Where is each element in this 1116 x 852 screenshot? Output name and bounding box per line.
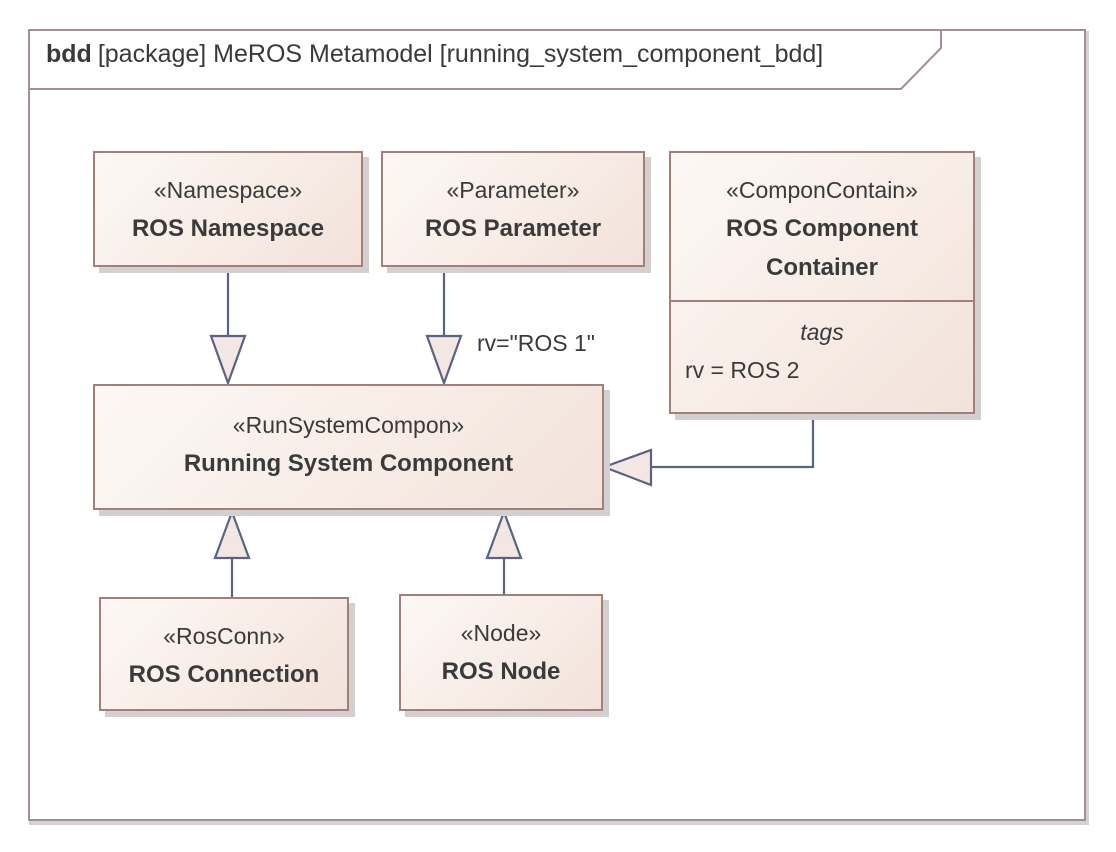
block-ros-parameter[interactable]: «Parameter» ROS Parameter — [381, 151, 645, 267]
frame-title-text: [package] MeROS Metamodel [running_syste… — [97, 40, 824, 68]
parameter-edge-label: rv="ROS 1" — [477, 330, 595, 356]
block-name: ROS Node — [441, 658, 561, 685]
generalization-namespace — [209, 266, 247, 387]
generalization-node — [485, 508, 523, 594]
tag-rv: rv = ROS 2 — [685, 357, 800, 383]
stereotype-label: «Namespace» — [153, 177, 303, 203]
block-name-line1: ROS Component — [726, 215, 918, 242]
block-ros-node[interactable]: «Node» ROS Node — [399, 594, 603, 711]
stereotype-label: «Parameter» — [446, 177, 580, 203]
block-name: Running System Component — [183, 450, 514, 477]
stereotype-label: «RunSystemCompon» — [232, 412, 465, 438]
tags-title: tags — [800, 319, 844, 345]
generalization-connection — [213, 508, 251, 597]
block-name: ROS Parameter — [424, 215, 602, 242]
block-name: ROS Namespace — [131, 215, 325, 242]
frame-kind: bdd — [46, 40, 92, 68]
stereotype-label: «ComponContain» — [726, 177, 918, 203]
generalization-parameter — [425, 266, 463, 387]
block-ros-connection[interactable]: «RosConn» ROS Connection — [99, 597, 349, 711]
block-ros-namespace[interactable]: «Namespace» ROS Namespace — [93, 151, 363, 267]
stereotype-label: «Node» — [460, 620, 542, 646]
block-running-system-component[interactable]: «RunSystemCompon» Running System Compone… — [93, 384, 604, 510]
frame-heading-tab — [29, 30, 942, 90]
tags-compartment: tags rv = ROS 2 — [671, 300, 973, 389]
block-name-line2: Container — [765, 254, 878, 281]
frame-heading: bdd[package] MeROS Metamodel [running_sy… — [46, 40, 823, 69]
generalization-container — [600, 413, 815, 487]
block-name: ROS Connection — [128, 661, 320, 688]
block-ros-component-container[interactable]: «ComponContain» ROS Component Container … — [669, 151, 975, 414]
stereotype-label: «RosConn» — [163, 623, 285, 649]
